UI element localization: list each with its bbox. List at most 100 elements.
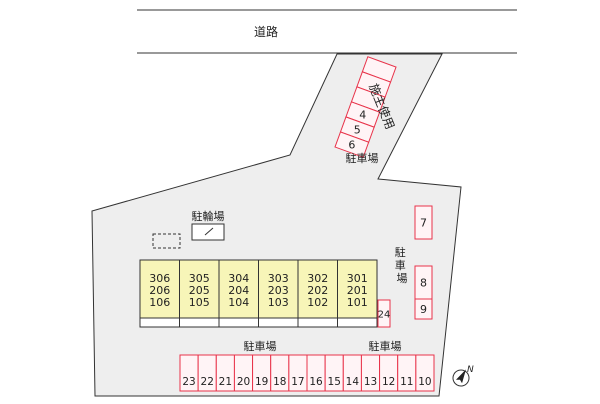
parking-slot: 16 [306,354,326,392]
parking-slot: 14 [342,354,362,392]
parking-slot-number: 24 [378,310,391,321]
unit-column-balcony [139,317,180,328]
unit-column-box [297,259,338,319]
parking-slot-number: 12 [382,376,395,388]
unit-column-box [179,259,220,319]
unit-number: 201 [347,284,368,297]
parking-slot: 12 [379,354,399,392]
parking-slot-box [377,299,391,328]
unit-number: 303 [268,272,289,285]
reserved-slot-number: 4 [359,109,366,122]
unit-number: 104 [228,296,249,309]
unit-number: 106 [149,296,170,309]
parking-slot: 11 [397,354,417,392]
north-arrow [452,369,470,387]
parking-slot: 15 [324,354,344,392]
unit-number: 203 [268,284,289,297]
reserved-slot-number: 5 [354,124,361,137]
unit-number: 301 [347,272,368,285]
parking-label-east: 駐 車 場 [395,245,410,285]
apartment-building: 3062061063052051053042041043032031033022… [139,259,378,328]
north-label: N [467,365,474,375]
parking-slot: 24 [377,299,391,328]
reserved-parking-strip: 4 5 6 [334,56,397,158]
north-arrow-icon [455,369,466,384]
parking-label-north: 駐車場 [346,151,379,165]
parking-label-east-2: 車 [395,258,406,272]
parking-slot-number: 21 [219,376,232,388]
unit-column-balcony [179,317,220,328]
unit-number: 102 [307,296,328,309]
parking-label-south-east: 駐車場 [369,339,402,353]
unit-column-box [139,259,180,319]
parking-slot: 18 [270,354,290,392]
parking-slot: 20 [233,354,254,392]
unit-number: 103 [268,296,289,309]
parking-slot-number: 8 [420,277,427,290]
lot-outline [91,53,462,397]
parking-slot: 10 [415,354,435,392]
parking-slot-number: 11 [400,376,413,388]
parking-slot-number: 9 [420,303,427,316]
parking-label-east-1: 駐 [395,245,406,259]
parking-slot-number: 14 [346,376,360,388]
parking-slot-number: 19 [255,376,268,388]
parking-slot: 21 [215,354,235,392]
unit-column-balcony [258,317,299,328]
unit-number: 101 [347,296,368,309]
unit-number: 105 [189,296,210,309]
unit-column-balcony [337,317,378,328]
parking-slot: 19 [252,354,272,392]
unit-number: 205 [189,284,210,297]
parking-slot-box [414,205,433,240]
unit-number: 305 [189,272,210,285]
unit-number: 206 [149,284,170,297]
unit-number: 204 [228,284,249,297]
road-label: 道路 [254,24,278,39]
parking-slot-box [415,354,435,392]
parking-slot: 9 [414,298,433,320]
parking-slot: 17 [288,354,308,392]
east-parking-slots: 7 8 9 24 [377,205,433,328]
bike-shed-planned [152,233,181,249]
parking-slot-number: 20 [237,376,250,388]
parking-slot-box [414,298,433,320]
unit-number: 302 [307,272,328,285]
bike-parking-label: 駐輪場 [192,209,225,223]
parking-slot-number: 15 [328,376,341,388]
parking-slot-number: 17 [291,376,304,388]
parking-slot: 23 [179,354,199,392]
bike-shed-mark [204,227,214,236]
parking-slot-number: 13 [364,376,377,388]
parking-slot: 7 [414,205,433,240]
reserved-slot: 6 [334,131,370,158]
unit-column-balcony [218,317,259,328]
unit-column-box [218,259,259,319]
parking-slot: 22 [197,354,217,392]
unit-column-box [258,259,299,319]
reserved-slot-box [334,131,370,158]
parking-slot-number: 10 [418,376,431,388]
parking-slot-number: 23 [182,376,195,388]
unit-number: 304 [228,272,249,285]
unit-number: 306 [149,272,170,285]
parking-label-south-west: 駐車場 [244,339,277,353]
parking-label-east-3: 場 [397,272,408,285]
parking-slot-number: 18 [273,376,286,388]
parking-slot-number: 7 [420,217,427,230]
unit-column-balcony [297,317,338,328]
reserved-slot-number: 6 [348,139,355,152]
unit-column-box [337,259,378,319]
unit-number: 202 [307,284,328,297]
parking-slot-number: 16 [309,376,323,388]
parking-slot: 8 [414,265,433,300]
